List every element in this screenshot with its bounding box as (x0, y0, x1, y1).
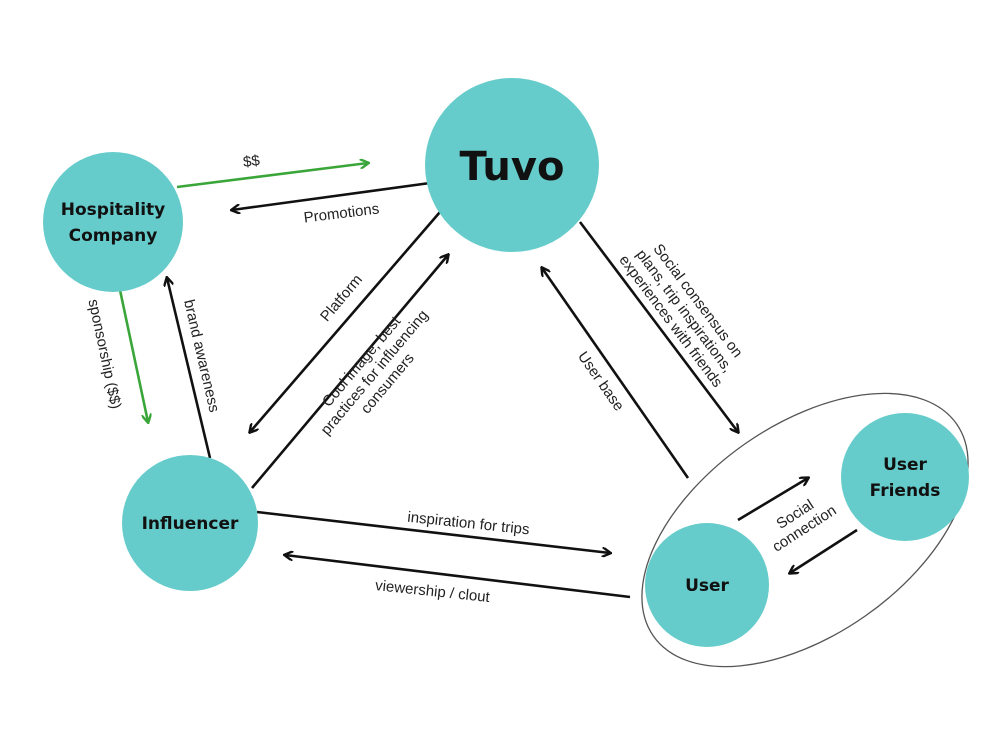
user-friends-label-line1: User (883, 455, 927, 475)
inspiration-label: inspiration for trips (407, 509, 531, 539)
user-friends-label-line2: Friends (870, 481, 941, 501)
brand-awareness-arrow (167, 278, 212, 459)
user-group-outline (641, 392, 969, 668)
viewership-arrow (285, 555, 631, 599)
social-connection-to-friends-arrow (737, 478, 808, 522)
social-connection-label: Social connection (769, 496, 839, 555)
social-consensus-label: Social consensus on plans, trip inspirat… (615, 241, 746, 391)
influencer-label: Influencer (142, 514, 239, 534)
sponsorship-label: sponsorship ($$) (84, 298, 124, 411)
sponsorship-arrow (118, 289, 148, 422)
user-base-arrow (542, 268, 690, 479)
tuvo-node: Tuvo (425, 78, 599, 252)
platform-label: Platform (317, 271, 366, 325)
social-connection-to-user-arrow (790, 528, 858, 573)
cool-image-arrow (251, 255, 448, 489)
platform-arrow (250, 211, 441, 432)
hospitality-label-line1: Hospitality (61, 200, 165, 220)
hospitality-company-node: Hospitality Company (43, 152, 183, 292)
user-label: User (685, 576, 729, 596)
hospitality-label-line2: Company (69, 226, 158, 246)
user-node: User (645, 523, 769, 647)
inspiration-arrow (256, 510, 610, 553)
money-arrow (176, 163, 368, 189)
promotions-arrow (232, 181, 431, 210)
money-label: $$ (242, 152, 261, 171)
tuvo-label: Tuvo (460, 144, 565, 190)
user-friends-node: User Friends (841, 413, 969, 541)
influencer-node: Influencer (122, 455, 258, 591)
viewership-label: viewership / clout (374, 577, 491, 606)
cool-image-label-line2: practices for influencing (317, 307, 431, 439)
social-consensus-arrow (578, 221, 738, 432)
promotions-label: Promotions (303, 200, 380, 226)
